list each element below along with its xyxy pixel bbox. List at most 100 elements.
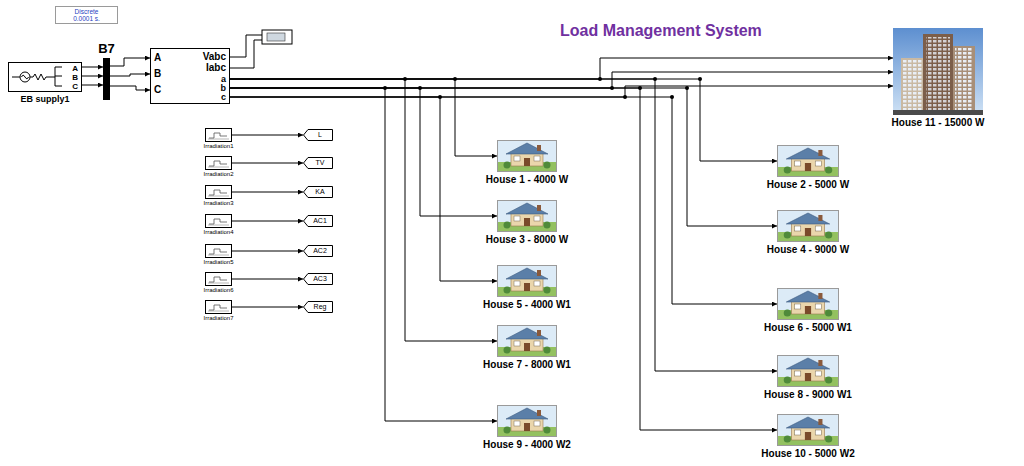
power-wire xyxy=(232,307,303,308)
load-label: House 6 - 5000 W1 xyxy=(764,322,852,334)
junction-dot xyxy=(610,86,614,90)
power-wire xyxy=(230,79,777,161)
load-label: House 4 - 9000 W xyxy=(767,244,849,256)
source-wire xyxy=(55,76,62,77)
load-label: House 8 - 9000 W1 xyxy=(764,389,852,401)
tag-label: L xyxy=(318,131,322,139)
signal-icon xyxy=(208,305,229,311)
house-load: House 1 - 4000 W xyxy=(497,140,557,172)
junction-dot xyxy=(438,95,442,99)
bus-bar: B7 xyxy=(103,58,110,100)
source-wire xyxy=(30,77,33,78)
house-load: House 8 - 9000 W1 xyxy=(777,355,839,387)
block-label: b xyxy=(221,83,227,93)
junction-dot xyxy=(453,77,457,81)
goto-tag: AC3 xyxy=(303,273,333,285)
signal-builder-block: Irradiation7 xyxy=(205,300,232,314)
block-label: B xyxy=(154,69,161,79)
power-wire xyxy=(230,88,777,430)
signal-icon xyxy=(208,249,229,255)
house-icon xyxy=(498,201,557,232)
building-windows xyxy=(902,60,922,112)
house-icon xyxy=(778,211,839,242)
goto-tag: Reg xyxy=(303,301,333,313)
house-load: House 5 - 4000 W1 xyxy=(497,265,557,297)
resistor-symbol xyxy=(33,74,46,80)
vi-measurement-block: ABC VabcIabcabc xyxy=(150,48,230,104)
signal-builder-block: Irradiation2 xyxy=(205,156,232,170)
junction-dot xyxy=(638,86,642,90)
power-wire xyxy=(82,76,103,77)
load-label: House 3 - 8000 W xyxy=(486,234,568,246)
block-label: a xyxy=(221,74,226,84)
house-load: House 3 - 8000 W xyxy=(497,200,557,232)
scope-block xyxy=(230,30,292,68)
block-label: Irradiation3 xyxy=(203,199,233,207)
source-wire xyxy=(46,77,55,78)
tag-label: KA xyxy=(315,188,324,196)
block-label: Iabc xyxy=(206,63,226,73)
goto-outline-shape xyxy=(304,187,333,198)
block-label: C xyxy=(72,82,78,91)
junction-dot xyxy=(653,77,657,81)
house-load: House 9 - 4000 W2 xyxy=(497,405,557,437)
power-wire xyxy=(230,88,497,216)
house-icon xyxy=(498,326,557,357)
block-label: Irradiation7 xyxy=(203,314,233,322)
source-wire xyxy=(12,77,20,78)
block-label: Vabc xyxy=(203,52,226,62)
signal-icon xyxy=(208,161,229,167)
power-wire xyxy=(230,86,893,97)
building-wing xyxy=(901,58,923,115)
load-label: House 9 - 4000 W2 xyxy=(483,439,571,451)
tag-label: AC2 xyxy=(313,247,327,255)
load-label: House 10 - 5000 W2 xyxy=(761,448,854,460)
scope-wire xyxy=(230,35,262,57)
signal-builder-block: Irradiation4 xyxy=(205,214,232,228)
load-label: House 7 - 8000 W1 xyxy=(483,359,571,371)
block-label: A xyxy=(154,53,161,63)
power-wire xyxy=(110,74,150,76)
power-wire xyxy=(232,163,303,164)
house-icon xyxy=(778,415,839,446)
signal-builder-block: Irradiation6 xyxy=(205,272,232,286)
load-label: House 2 - 5000 W xyxy=(767,179,849,191)
power-wire xyxy=(230,88,497,421)
building-icon xyxy=(893,28,983,115)
power-wire xyxy=(110,58,150,66)
power-wire xyxy=(110,86,150,90)
load-label: House 1 - 4000 W xyxy=(486,174,568,186)
power-wire xyxy=(230,97,777,304)
power-wire xyxy=(82,67,103,68)
block-label: Irradiation5 xyxy=(203,258,233,266)
goto-outline-shape xyxy=(304,246,333,257)
goto-outline-shape xyxy=(304,216,333,227)
block-label: c xyxy=(221,92,226,102)
power-wire xyxy=(230,79,497,156)
signal-icons xyxy=(208,133,229,311)
power-wire xyxy=(230,88,777,226)
junction-dot xyxy=(698,77,702,81)
junction-dot xyxy=(403,77,407,81)
signal-icon xyxy=(208,190,229,196)
power-wire xyxy=(230,79,497,341)
building-wing xyxy=(953,46,975,115)
block-label: Irradiation4 xyxy=(203,228,233,236)
goto-outline-shape xyxy=(304,302,333,313)
block-label: C xyxy=(154,85,161,95)
junction-dot xyxy=(623,95,627,99)
block-label: B7 xyxy=(98,41,115,56)
load-label: House 5 - 4000 W1 xyxy=(483,299,571,311)
building-windows xyxy=(926,37,950,113)
junction-dot xyxy=(418,86,422,90)
house-load: House 7 - 8000 W1 xyxy=(497,325,557,357)
goto-outline-shape xyxy=(304,274,333,285)
junction-dot xyxy=(670,95,674,99)
power-wire xyxy=(82,85,103,86)
house-load: House 2 - 5000 W xyxy=(777,145,839,177)
house-icon xyxy=(498,266,557,297)
source-wire xyxy=(55,86,62,87)
source-symbol xyxy=(12,67,62,86)
